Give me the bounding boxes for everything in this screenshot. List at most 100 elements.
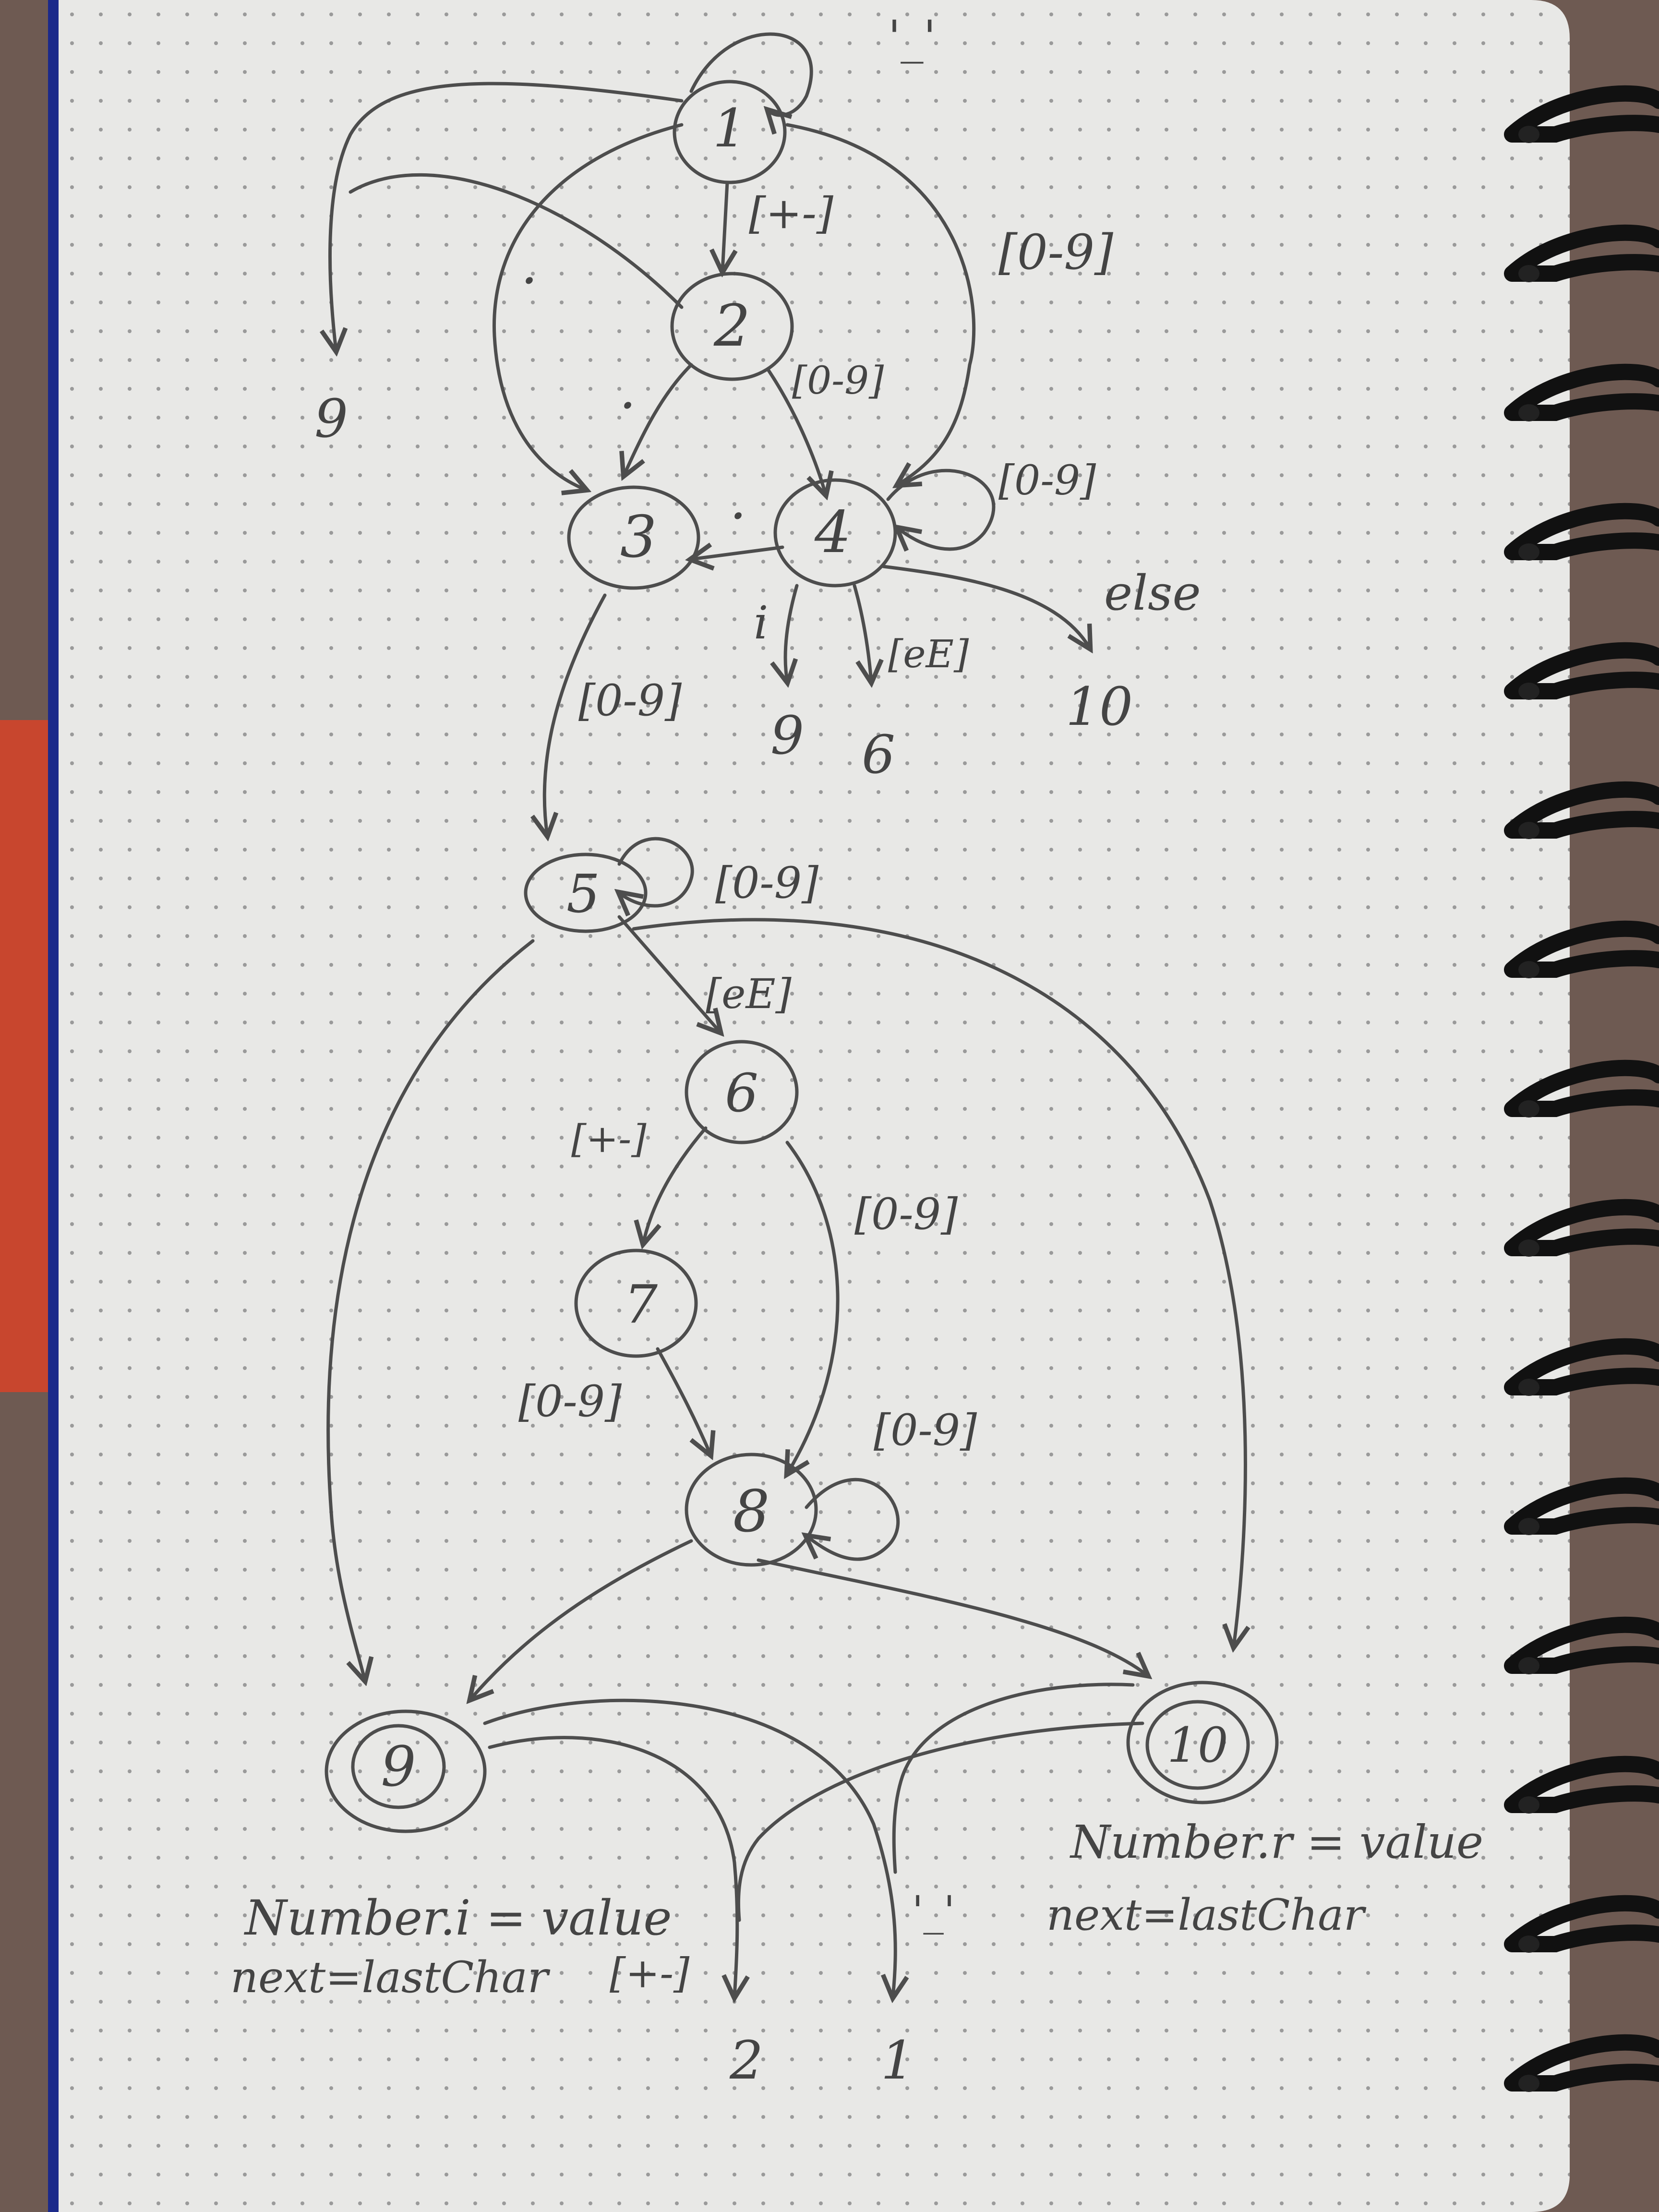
spiral-ring [1504, 642, 1659, 699]
state-1: 1 [673, 80, 787, 184]
edge-s8-i [470, 1539, 693, 1699]
spiral-ring [1504, 1338, 1659, 1395]
label-s2-s4: [0-9] [792, 358, 884, 403]
label-s5-self: [0-9] [715, 858, 819, 908]
state-2: 2 [670, 272, 794, 381]
spiral-binding [1504, 85, 1659, 2092]
state-3: 3 [567, 485, 700, 590]
label-s4-e: [eE] [888, 632, 969, 676]
state-5-label: 5 [566, 863, 600, 925]
target-out-space: 1 [881, 2030, 914, 2091]
edge-s1-i [330, 82, 684, 350]
state-9-accepting: 9 [325, 1709, 487, 1833]
state-1-label: 1 [713, 97, 746, 159]
label-s8-self: [0-9] [874, 1405, 977, 1455]
edge-s5-s6 [617, 915, 720, 1032]
spiral-hole [1518, 822, 1539, 839]
edge-s7-s8 [656, 1347, 710, 1455]
edge-s1-s4 [785, 123, 976, 485]
edge-s9-s1 [483, 1698, 895, 1997]
jump-targets: 9 9 6 10 2 1 [314, 388, 1133, 2091]
label-s6-s7: [+-] [571, 1117, 647, 1161]
label-s1-self: '_' [888, 11, 936, 64]
edge-s5-else [632, 918, 1245, 1647]
note-s10-line2: next=lastChar [1046, 1890, 1367, 1940]
edge-s3-s5 [544, 593, 607, 835]
edge-s5-i [326, 939, 535, 1680]
state-8: 8 [685, 1453, 818, 1567]
spiral-hole [1518, 1936, 1539, 1953]
spiral-ring [1504, 1477, 1659, 1535]
edge-s4-self [886, 469, 996, 549]
edge-s6-s8 [787, 1141, 840, 1474]
label-s6-s8: [0-9] [854, 1189, 958, 1239]
edge-s1-self [689, 32, 813, 115]
spiral-hole [1518, 126, 1539, 143]
edge-s1-s2 [722, 180, 727, 271]
label-s5-s6: [eE] [706, 971, 792, 1018]
page-spine-edge [48, 0, 59, 2212]
target-s4-i: 9 [770, 705, 804, 766]
edge-s4-else [881, 565, 1090, 648]
spiral-hole [1518, 543, 1539, 561]
spiral-ring [1504, 1755, 1659, 1813]
target-out-plus: 2 [729, 2030, 763, 2091]
edge-s4-i [785, 584, 799, 682]
state-4-label: 4 [814, 499, 851, 566]
edge-s10-s2 [736, 1721, 1144, 1922]
label-out-space: '_' [912, 1887, 955, 1935]
edge-s2-s3 [624, 363, 693, 475]
spiral-hole [1518, 961, 1539, 978]
spiral-hole [1518, 1239, 1539, 1257]
target-s1-i: 9 [314, 388, 348, 449]
state-notes: Number.i = value next=lastChar Number.r … [230, 1816, 1483, 2003]
spiral-hole [1518, 404, 1539, 421]
spiral-ring [1504, 503, 1659, 560]
spiral-hole [1518, 265, 1539, 282]
state-6: 6 [685, 1040, 799, 1144]
target-s4-e: 6 [862, 724, 895, 785]
spiral-hole [1518, 1100, 1539, 1118]
state-nodes: 1 2 3 4 5 6 7 8 [325, 80, 1279, 1833]
edge-s5-self [619, 837, 694, 906]
label-s7-s8: [0-9] [518, 1376, 622, 1427]
state-8-label: 8 [733, 1479, 769, 1545]
edge-s4-s3 [691, 547, 784, 559]
spiral-ring [1504, 85, 1659, 143]
state-10-label: 10 [1167, 1717, 1228, 1773]
state-3-label: 3 [620, 504, 657, 571]
spiral-hole [1518, 683, 1539, 700]
spiral-ring [1504, 2034, 1659, 2092]
edge-s4-e [853, 584, 871, 682]
label-s3-s5: [0-9] [578, 675, 682, 726]
edge-s2-left [349, 173, 684, 309]
spiral-hole [1518, 1379, 1539, 1396]
label-s4-i: i [754, 597, 768, 649]
spiral-hole [1518, 2075, 1539, 2092]
label-s1-s3: . [521, 234, 538, 296]
label-s4-self: [0-9] [998, 457, 1096, 505]
label-s2-s3: . [619, 359, 636, 421]
state-9-label: 9 [381, 1735, 416, 1799]
state-5: 5 [524, 853, 648, 933]
spiral-ring [1504, 1199, 1659, 1256]
target-s4-else: 10 [1066, 676, 1133, 737]
notebook-page [48, 0, 1570, 2212]
spiral-ring [1504, 1616, 1659, 1674]
spiral-ring [1504, 781, 1659, 839]
edge-s8-self [806, 1478, 900, 1561]
edge-s8-else [757, 1558, 1147, 1675]
desk-red-object [0, 720, 53, 1392]
state-10-accepting: 10 [1126, 1681, 1279, 1804]
spiral-ring [1504, 920, 1659, 978]
edge-labels: '_' [+-] [0-9] . . [0-9] [0-9] . i [eE] … [518, 11, 1201, 1997]
label-s4-s3: . [730, 469, 746, 531]
spiral-hole [1518, 1518, 1539, 1535]
spiral-ring [1504, 224, 1659, 282]
state-4: 4 [773, 478, 897, 588]
state-7: 7 [574, 1249, 698, 1358]
note-s10-line1: Number.r = value [1070, 1816, 1483, 1869]
label-s4-else: else [1104, 565, 1201, 621]
state-2-label: 2 [713, 293, 750, 360]
